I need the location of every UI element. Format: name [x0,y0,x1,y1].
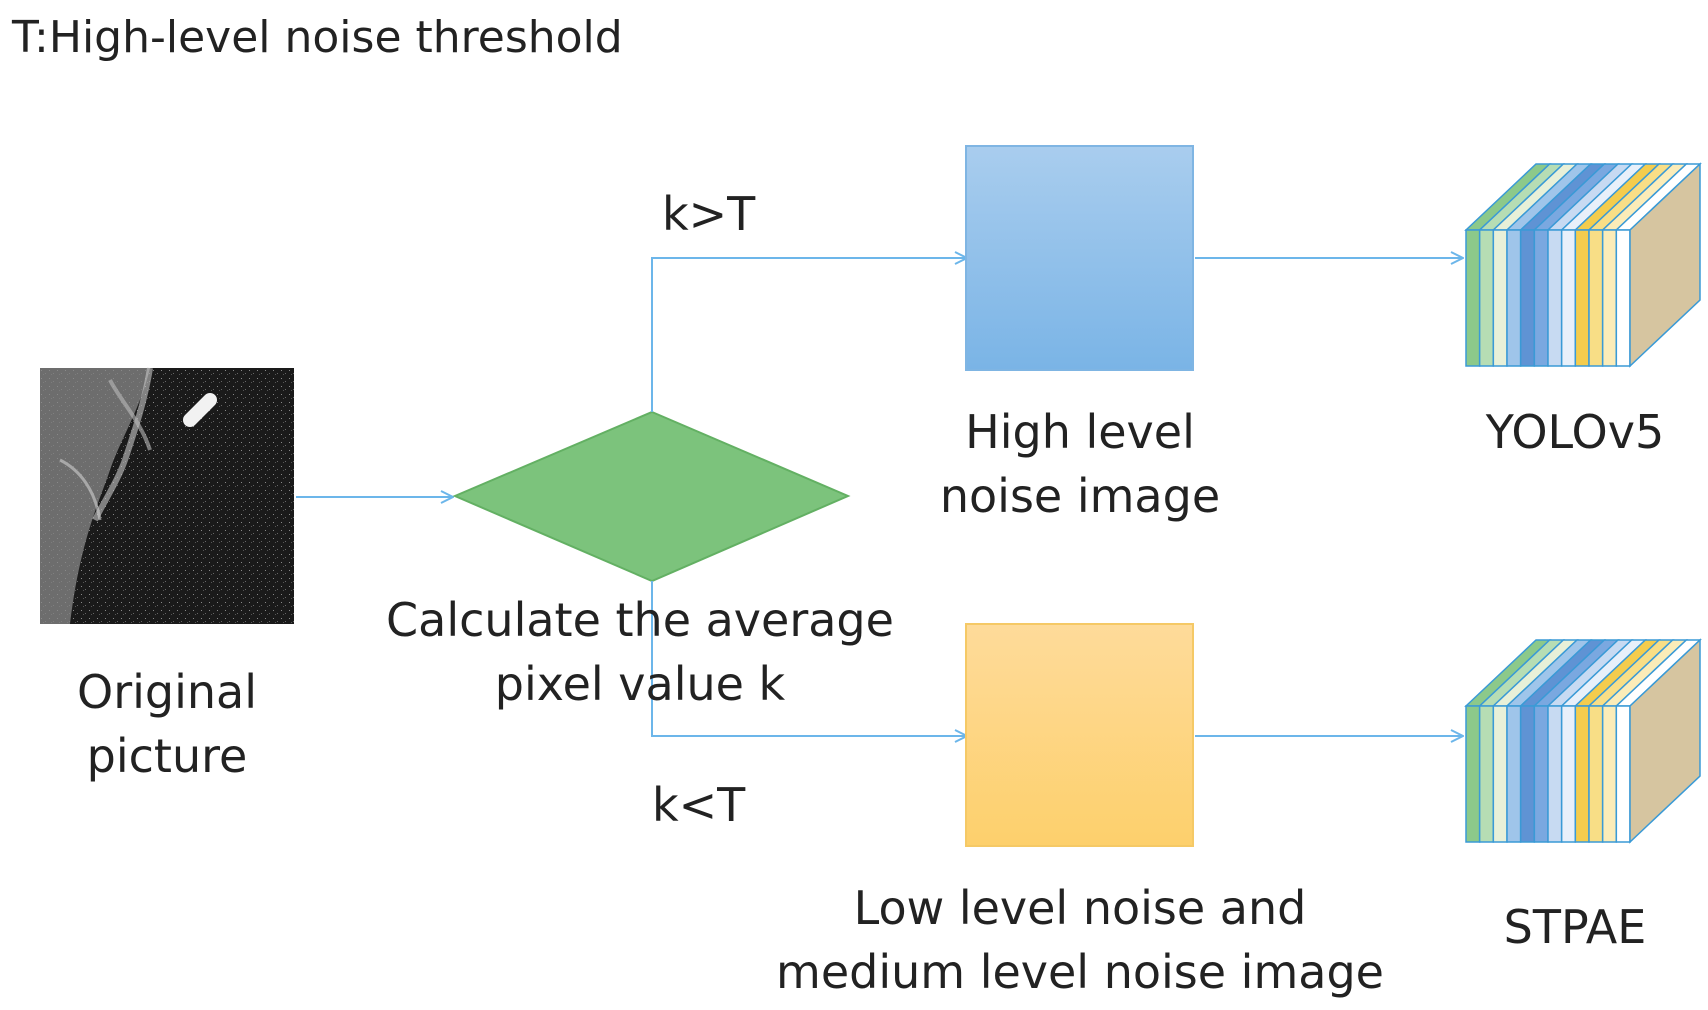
cube-front-slice [1601,229,1618,367]
cube-front-slice [1506,705,1522,843]
stpae-label: STPAE [1503,900,1647,954]
cube-front-slice [1465,229,1481,367]
cube-front-slice [1588,705,1604,843]
cube-front-slice [1601,705,1618,843]
cube-side-face [1629,162,1701,368]
yolov5-model-cube [1464,162,1702,368]
cube-front-slice [1519,705,1536,843]
cube-front-slice [1574,229,1590,367]
low-noise-label-line-1: Low level noise and [853,881,1307,935]
decision-label: Calculate the average pixel value k [340,588,940,716]
low-noise-label-line-2: medium level noise image [776,945,1384,999]
stpae-model-cube [1464,638,1702,844]
low-noise-label: Low level noise and medium level noise i… [730,876,1430,1004]
branch-label-upper: k>T [662,187,756,241]
original-picture-image [40,367,294,624]
high-noise-label-line-2: noise image [939,469,1221,523]
decision-label-line-1: Calculate the average [386,593,894,647]
cube-front-slice [1560,705,1577,843]
branch-label-lower: k<T [652,778,746,832]
cube-front-slice [1560,229,1577,367]
cube-front-slice [1533,229,1549,367]
arrow-to-high-noise [651,258,966,412]
decision-diamond [452,410,851,583]
decision-label-line-2: pixel value k [494,657,786,711]
cube-front-slice [1478,705,1495,843]
threshold-legend: T:High-level noise threshold [12,12,623,63]
low-noise-box [965,623,1194,847]
original-label-line-1: Original [76,665,257,719]
arrow-to-low-noise [651,581,966,736]
cube-front-slice [1465,705,1481,843]
yolov5-label: YOLOv5 [1485,405,1665,459]
cube-front-slice [1492,705,1508,843]
cube-front-slice [1615,705,1631,843]
cube-front-slice [1547,705,1563,843]
original-picture-label: Original picture [40,660,294,788]
cube-front-slice [1478,229,1495,367]
cube-front-slice [1519,229,1536,367]
cube-front-slice [1492,229,1508,367]
cube-front-slice [1615,229,1631,367]
cube-side-face [1629,638,1701,844]
cube-front-slice [1506,229,1522,367]
cube-front-slice [1574,705,1590,843]
cube-front-slice [1588,229,1604,367]
original-label-line-2: picture [86,729,248,783]
cube-front-slice [1547,229,1563,367]
high-noise-label: High level noise image [880,400,1280,528]
high-noise-label-line-1: High level [965,405,1195,459]
high-noise-box [965,145,1194,371]
cube-front-slice [1533,705,1549,843]
